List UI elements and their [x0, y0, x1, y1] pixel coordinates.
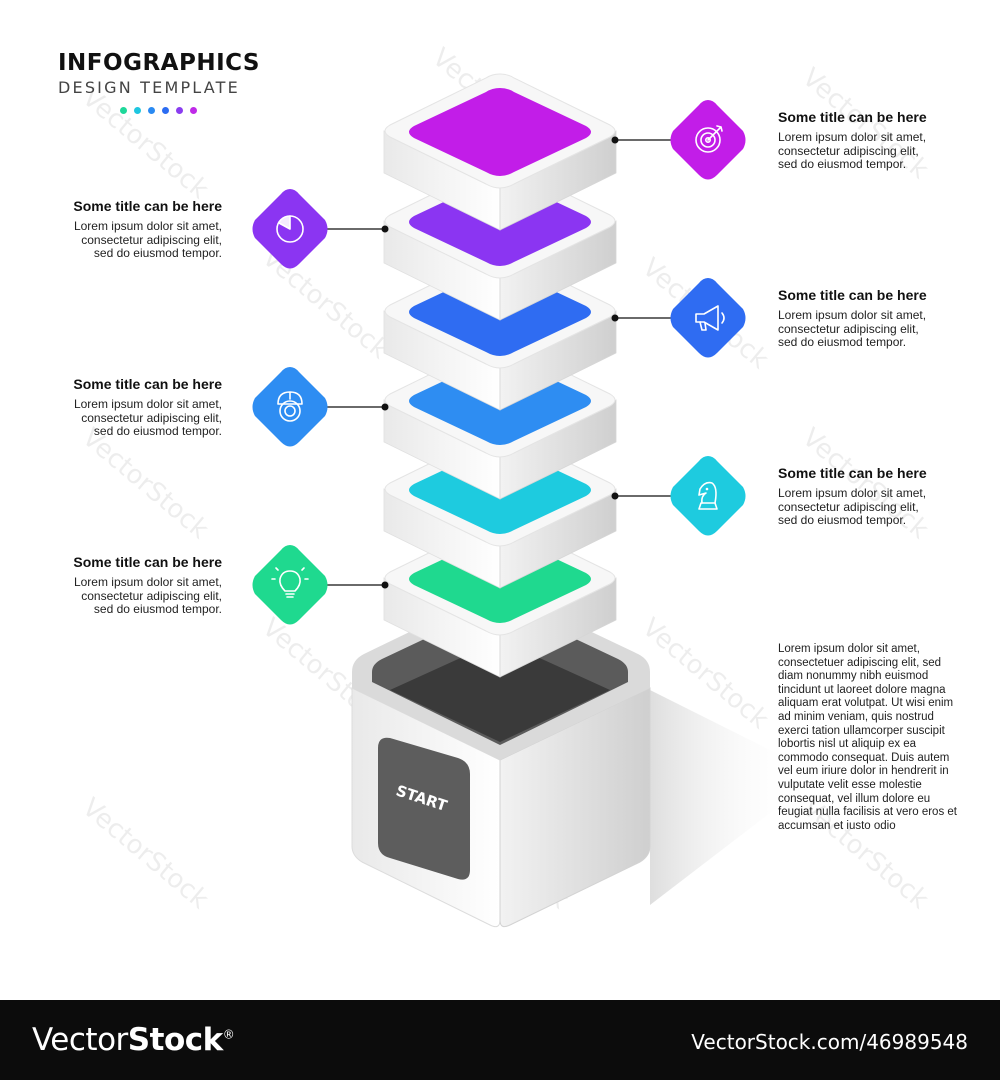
- start-box-right-face: [499, 687, 651, 928]
- footer-brand-suffix: Stock: [127, 1022, 223, 1058]
- watermark-text: VectorStock: [256, 243, 394, 365]
- header-subtitle: DESIGN TEMPLATE: [58, 78, 240, 97]
- megaphone-icon: [695, 305, 725, 331]
- step-title: Some title can be here: [778, 465, 927, 481]
- header-dots: [120, 107, 260, 114]
- target-icon: [695, 125, 723, 153]
- connectors: [320, 136, 678, 589]
- footer-url: VectorStock.com/46989548: [691, 1030, 968, 1054]
- connector-dot: [611, 314, 619, 322]
- lightbulb-icon: [271, 567, 309, 598]
- step-description: Lorem ipsum dolor sit amet,consectetur a…: [73, 219, 222, 261]
- step-description: Lorem ipsum dolor sit amet,consectetur a…: [73, 575, 222, 617]
- footer-registered: ®: [222, 1027, 235, 1042]
- header: INFOGRAPHICS DESIGN TEMPLATE: [58, 50, 260, 114]
- icon-diamond: [252, 545, 328, 625]
- chess-knight-icon: [698, 481, 718, 510]
- description-paragraph: Lorem ipsum dolor sit amet, consectetuer…: [778, 643, 957, 832]
- connector-dot: [381, 225, 389, 233]
- base-shadow: [650, 690, 800, 905]
- footer-brand: VectorStock®: [32, 1022, 235, 1058]
- header-dot: [148, 107, 155, 114]
- step-description: Lorem ipsum dolor sit amet,consectetur a…: [778, 308, 927, 350]
- watermark-text: VectorStock: [76, 423, 214, 545]
- step-description: Lorem ipsum dolor sit amet,consectetur a…: [778, 486, 927, 528]
- icon-markers: [252, 100, 746, 625]
- footer: VectorStock® VectorStock.com/46989548: [0, 1000, 1000, 1080]
- step-title: Some title can be here: [73, 554, 222, 570]
- layer-stack: [383, 73, 617, 678]
- step-title: Some title can be here: [778, 109, 927, 125]
- watermark-text: VectorStock: [76, 83, 214, 205]
- connector-dot: [611, 136, 619, 144]
- header-dot: [176, 107, 183, 114]
- icon-diamond: [670, 278, 746, 358]
- step-title: Some title can be here: [778, 287, 927, 303]
- connector-dot: [381, 581, 389, 589]
- step-description: Lorem ipsum dolor sit amet,consectetur a…: [73, 397, 222, 439]
- step-title: Some title can be here: [73, 198, 222, 214]
- connector-dot: [381, 403, 389, 411]
- connector-dot: [611, 492, 619, 500]
- step-title: Some title can be here: [73, 376, 222, 392]
- icon-diamond: [670, 456, 746, 536]
- header-dot: [134, 107, 141, 114]
- start-label-panel: [378, 737, 470, 880]
- header-title: INFOGRAPHICS: [58, 50, 260, 76]
- step-icon-marker: [670, 278, 746, 358]
- watermark-text: VectorStock: [76, 793, 214, 915]
- timer-icon: [276, 215, 304, 243]
- engineer-icon: [277, 391, 303, 422]
- header-dot: [120, 107, 127, 114]
- footer-brand-prefix: Vector: [32, 1022, 128, 1058]
- step-icon-marker: [252, 367, 328, 447]
- step-icon-marker: [252, 189, 328, 269]
- step-icon-marker: [670, 456, 746, 536]
- stack-layer: [383, 73, 617, 231]
- step-icon-marker: [252, 545, 328, 625]
- step-icon-marker: [670, 100, 746, 180]
- start-box-inner: [390, 640, 610, 742]
- layer-color-face: [409, 88, 591, 176]
- header-dot: [162, 107, 169, 114]
- header-dot: [190, 107, 197, 114]
- step-description: Lorem ipsum dolor sit amet,consectetur a…: [778, 130, 927, 172]
